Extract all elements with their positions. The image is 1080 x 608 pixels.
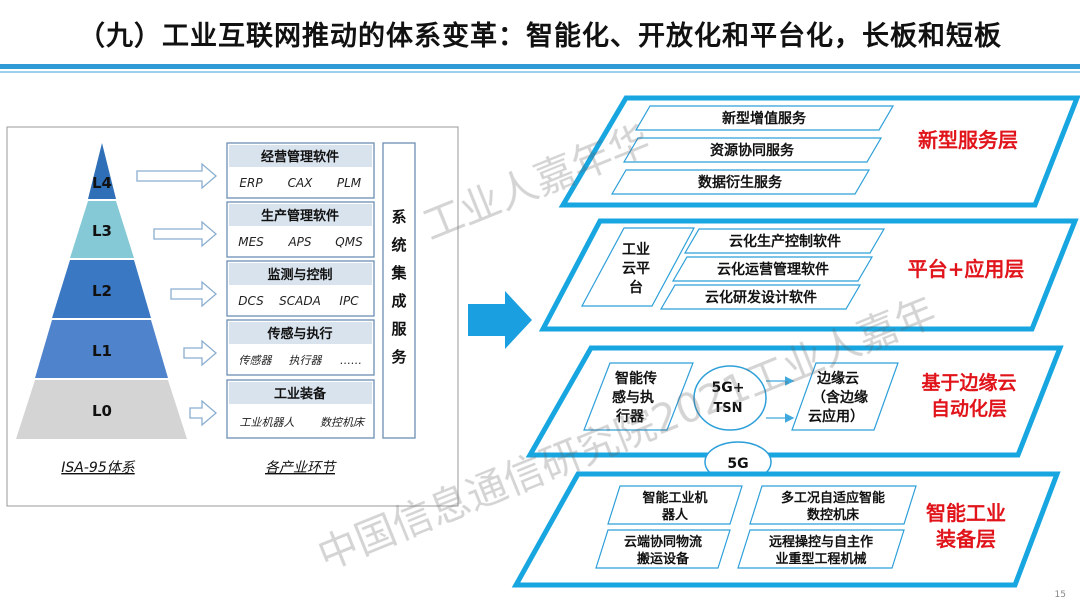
box-item: 工业机器人 (240, 416, 295, 429)
layer-platform-app: 工业 云平 台 云化生产控制软件 云化运营管理软件 云化研发设计软件 平台+应用… (538, 218, 1079, 332)
box-item: …… (340, 354, 362, 367)
pyramid-level-l1 (35, 320, 168, 378)
tsn-line: 5G+ (712, 380, 745, 396)
box-title: 监测与控制 (267, 267, 332, 283)
layer2-item: 云化运营管理软件 (717, 261, 829, 278)
equip-line: 业重型工程机械 (775, 551, 866, 567)
caption-industry: 各产业环节 (265, 460, 337, 476)
integration-char: 集 (390, 264, 407, 282)
title-underline (0, 64, 1080, 69)
pyramid-label-l3: L3 (92, 222, 112, 240)
layer-smart-equipment: 智能工业机 器人 多工况自适应智能 数控机床 云端协同物流 搬运设备 远程操控与… (511, 471, 1061, 588)
pyramid-label-l0: L0 (92, 402, 112, 420)
box-item: IPC (339, 294, 359, 308)
layer2-item: 云化生产控制软件 (729, 233, 841, 250)
integration-char: 系 (391, 208, 406, 226)
edge-right-line: （含边缘 (812, 389, 868, 406)
tsn-line: TSN (713, 401, 742, 416)
equip-line: 器人 (661, 507, 689, 523)
integration-char: 务 (391, 348, 407, 366)
layer3-label: 基于边缘云 (920, 371, 1016, 394)
connector-5g-label: 5G (727, 456, 748, 472)
box-title: 生产管理软件 (261, 208, 339, 224)
pyramid-label-l1: L1 (92, 342, 112, 360)
isa95-pyramid: L4 L3 L2 L1 L0 (16, 143, 187, 439)
level-arrows (136, 162, 217, 427)
layer1-item: 数据衍生服务 (698, 174, 783, 191)
box-item: 执行器 (289, 354, 323, 367)
edge-left-line: 行器 (615, 408, 645, 425)
industry-boxes: 经营管理软件 ERP CAX PLM 生产管理软件 MES APS QMS 监测… (226, 142, 416, 439)
box-item: QMS (335, 235, 363, 249)
box-title: 工业装备 (274, 386, 327, 402)
equip-line: 远程操控与自主作 (769, 534, 873, 550)
layer3-label: 自动化层 (931, 397, 1007, 420)
equip-line: 多工况自适应智能 (781, 490, 885, 506)
arrow-right-icon (189, 399, 217, 427)
arrow-right-icon (153, 220, 217, 248)
edge-right-line: 云应用） (808, 408, 864, 425)
arrow-right-icon (170, 280, 217, 308)
caption-isa95: ISA-95体系 (61, 460, 135, 476)
layer2-item: 云化研发设计软件 (705, 289, 817, 306)
page-number: 15 (1054, 590, 1066, 600)
box-item: 数控机床 (320, 416, 366, 429)
box-header (229, 322, 372, 344)
pyramid-level-l2 (52, 260, 151, 318)
box-item: SCADA (279, 294, 321, 308)
layer1-item: 新型增值服务 (722, 110, 807, 127)
layer1-label: 新型服务层 (918, 128, 1018, 152)
edge-left-line: 智能传 (614, 370, 657, 387)
big-arrow-right-icon (468, 291, 532, 349)
equip-line: 智能工业机 (642, 490, 707, 506)
platform-line: 云平 (622, 261, 650, 277)
pyramid-level-l3 (70, 201, 134, 258)
layer-edge-automation: 智能传 感与执 行器 5G+ TSN 边缘云 （含边缘 云应用） 基于边缘云 自… (525, 345, 1064, 458)
equip-line: 云端协同物流 (624, 534, 702, 550)
box-header (229, 145, 372, 167)
layer1-item: 资源协同服务 (710, 142, 795, 159)
box-header (229, 382, 372, 404)
pyramid-level-l0 (16, 380, 187, 439)
pyramid-label-l2: L2 (92, 282, 112, 300)
box-header (229, 204, 372, 226)
integration-char: 服 (391, 320, 407, 338)
equip-line: 搬运设备 (637, 551, 690, 567)
pyramid-label-l4: L4 (92, 174, 112, 192)
box-title: 传感与执行 (266, 326, 332, 342)
edge-right-line: 边缘云 (816, 370, 859, 387)
platform-line: 工业 (622, 242, 650, 258)
box-item: MES (238, 235, 264, 249)
box-item: 传感器 (239, 354, 273, 367)
layer2-label: 平台+应用层 (908, 257, 1025, 281)
box-item: CAX (288, 176, 314, 190)
arrow-right-icon (183, 339, 217, 367)
box-item: DCS (238, 294, 264, 308)
page-title: （九）工业互联网推动的体系变革：智能化、开放化和平台化，长板和短板 (78, 21, 1002, 52)
equip-line: 数控机床 (807, 507, 860, 523)
pyramid-level-l4 (88, 143, 116, 199)
layer4-label: 装备层 (935, 527, 996, 551)
title-underline-thin (0, 71, 1080, 73)
edge-left-line: 感与执 (612, 389, 654, 406)
layer4-label: 智能工业 (926, 501, 1006, 525)
box-item: ERP (239, 176, 263, 190)
box-item: APS (287, 235, 311, 249)
box-header (229, 263, 372, 285)
tsn-circle (693, 365, 767, 431)
integration-char: 成 (391, 292, 406, 310)
system-integration-box (382, 142, 416, 439)
arrow-right-icon (136, 162, 217, 190)
box-title: 经营管理软件 (261, 149, 339, 165)
box-item: PLM (337, 176, 362, 190)
platform-line: 台 (629, 279, 643, 296)
integration-char: 统 (391, 236, 406, 254)
layer-new-service: 新型增值服务 资源协同服务 数据衍生服务 新型服务层 (558, 95, 1080, 208)
